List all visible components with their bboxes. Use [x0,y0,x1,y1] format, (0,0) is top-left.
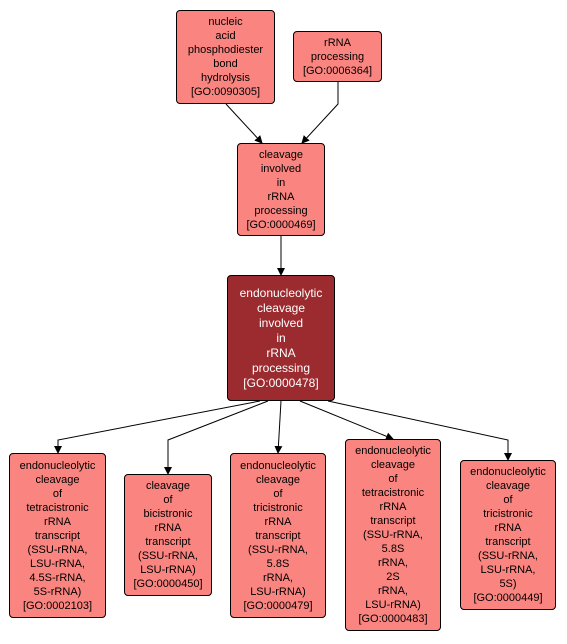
term-label-line: rRNA, [378,585,408,597]
term-label-line: rRNA, [263,571,293,584]
term-label-line: cleavage [370,459,416,471]
term-label-line: [GO:0090305] [190,86,261,98]
term-label-line: rRNA [264,515,292,528]
term-label-line: 5.8S [381,543,405,555]
term-label-line: cleavage [258,148,304,161]
term-label-line: tetracistronic [26,501,89,514]
term-node-go-0000450[interactable]: cleavage of bicistronic rRNA transcript (SSU-… [124,474,212,596]
term-label-line: bicistronic [143,508,193,520]
term-label-line: involved [258,315,304,330]
term-label-line: rRNA, [378,557,408,569]
term-label-line: 5.8S [266,557,290,570]
term-label-line: of [273,487,283,500]
term-label-line: endonucleolytic [19,459,96,472]
term-label-line: hydrolysis [201,72,250,84]
term-label-line: [GO:0000469] [246,218,316,231]
term-label-line: of [503,494,513,506]
term-node-go-0000449[interactable]: endonucleolytic cleavage of tricistronic rRN… [460,460,556,610]
term-label-line: LSU-rRNA) [365,599,421,611]
term-label-line: transcript [485,536,531,548]
edge-478-to-483 [299,400,394,441]
edge-6364-to-469 [301,82,339,144]
term-label-line: rRNA [267,190,295,203]
term-label-line: endonucleolytic [355,445,431,457]
term-node-go-0000483[interactable]: endonucleolytic cleavage of tetracistronic r… [345,439,441,631]
term-label-line: tricistronic [253,501,303,514]
term-label-line: transcript [34,529,81,542]
term-label-line: (SSU-rRNA, [478,550,538,562]
term-label-line: 5S) [499,578,517,590]
term-label-line: nucleic [208,16,243,28]
term-label-line: endonucleolytic [240,459,316,472]
term-label-line: rRNA [266,345,296,360]
term-label-line: rRNA [44,515,71,528]
term-label-line: of [388,473,398,485]
term-label-line: processing [251,360,311,375]
term-label-line: 5S-rRNA) [33,585,82,598]
edge-478-to-449 [327,400,512,461]
term-label-line: transcript [145,536,191,548]
term-label-line: LSU-rRNA) [250,585,306,598]
term-label-line: transcript [255,529,301,542]
term-label-line: involved [260,162,302,175]
term-label-line: [GO:0000450] [133,578,203,590]
term-label-line: LSU-rRNA) [140,564,196,576]
term-label-line: endonucleolytic [239,285,323,300]
term-label-line: (SSU-rRNA, [138,550,198,562]
term-label-line: [GO:0006364] [302,64,373,77]
term-label-line: acid [215,30,236,42]
term-label-line: LSU-rRNA, [29,557,85,570]
term-label-line: cleavage [145,480,191,492]
term-label-line: tricistronic [483,508,533,520]
term-label-line: cleavage [485,480,531,492]
edge-478-to-479 [274,400,283,454]
term-label-line: rRNA [154,522,182,534]
term-label-line: of [52,487,63,500]
term-label-line: processing [310,50,365,63]
term-label-line: cleavage [255,473,301,486]
edge-478-to-2103 [54,400,261,454]
term-label-line: 2S [386,571,400,583]
edge-478-to-450 [164,400,269,475]
term-label-line: cleavage [256,300,306,315]
term-label-line: bond [213,58,238,70]
term-label-line: phosphodiester [187,44,264,56]
term-label-line: rRNA [379,501,407,513]
term-label-line: rRNA [494,522,522,534]
term-label-line: transcript [370,515,416,527]
term-label-line: LSU-rRNA, [480,564,536,576]
term-label-line: [GO:0000483] [358,613,428,625]
term-label-line: [GO:0000478] [243,375,319,390]
edge-90305-to-469 [225,103,263,144]
term-label-line: [GO:0002103] [22,599,93,612]
term-label-line: processing [254,204,308,217]
term-label-line: [GO:0000449] [473,592,543,604]
term-label-line: rRNA [324,36,351,49]
term-label-line: tetracistronic [361,487,425,499]
term-label-line: in [276,176,286,189]
term-label-line: 4.5S-rRNA, [29,571,86,584]
term-node-go-0090305[interactable]: nucleic acid phosphodiester bond hydrolysis [… [176,10,275,104]
term-label-line: in [276,330,286,345]
term-label-line: endonucleolytic [470,466,546,478]
term-label-line: (SSU-rRNA, [248,543,308,556]
term-label-line: [GO:0000479] [243,599,313,612]
term-label-line: of [163,494,173,506]
term-label-line: (SSU-rRNA, [27,543,88,556]
term-label-line: (SSU-rRNA, [363,529,423,541]
term-label-line: cleavage [35,473,80,486]
